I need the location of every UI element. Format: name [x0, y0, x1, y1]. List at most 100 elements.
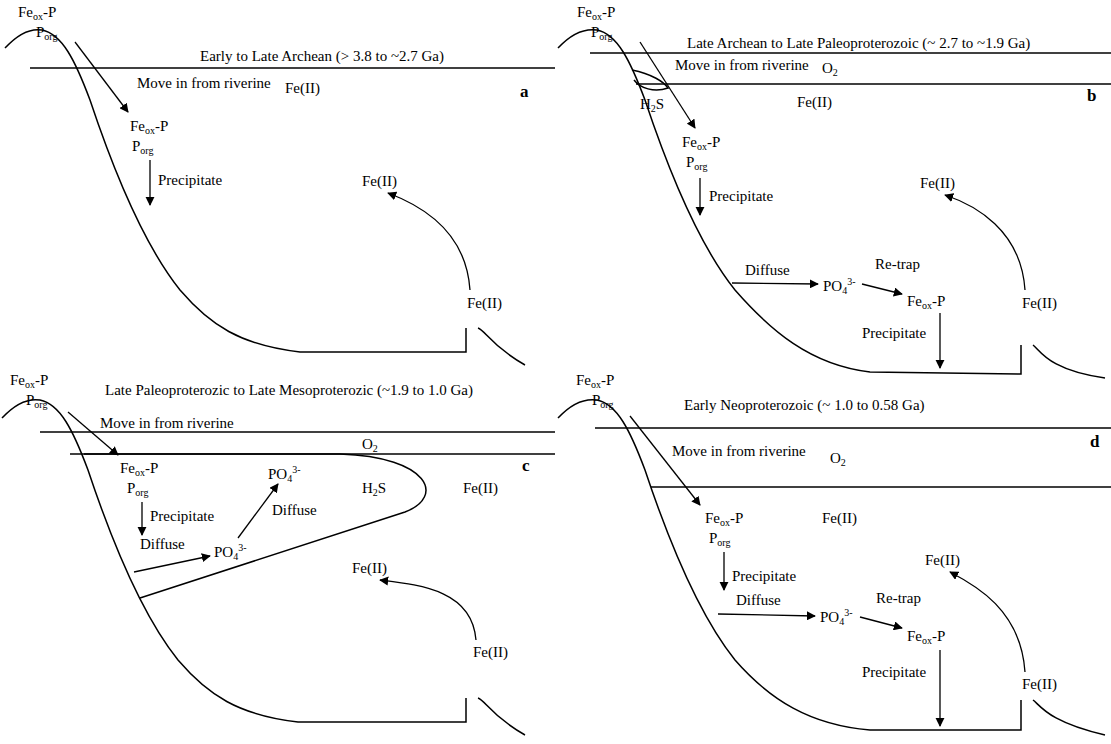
label-group: H2S: [362, 480, 386, 501]
label-text: -P: [707, 134, 720, 150]
label-text: Fe: [120, 460, 135, 476]
flux-arrow: [149, 160, 150, 205]
label-group: Fe(II): [473, 644, 508, 660]
label-group: Move in from riverine: [137, 75, 271, 91]
label-text: Diffuse: [745, 262, 790, 278]
subscript-text: org: [717, 537, 730, 548]
label-group: Fe(II): [925, 552, 960, 568]
label-text: Move in from riverine: [672, 443, 806, 459]
panel-letter: a: [520, 82, 529, 101]
label-group: Fe(II): [1022, 295, 1057, 311]
subscript-text: 4: [287, 473, 292, 484]
label-text: Move in from riverine: [675, 57, 809, 73]
label-text: P: [127, 480, 135, 496]
oxic-layer-base: [636, 83, 1111, 85]
sea-surface: [40, 431, 555, 433]
flux-arrow: [862, 284, 902, 294]
label-group: H2S: [640, 96, 664, 117]
label-text: P: [132, 138, 140, 154]
flux-arrow: [939, 650, 940, 726]
label-group: Fe(II): [362, 173, 397, 189]
label-text: Fe(II): [925, 552, 960, 568]
label-text: Late Paleoproterozic to Late Mesoprotero…: [105, 382, 473, 398]
label-text: Fe: [682, 134, 697, 150]
label-text: Fe(II): [285, 80, 320, 96]
label-text: PO: [214, 544, 233, 560]
label-group: Fe(II): [463, 480, 498, 496]
label-text: Fe: [10, 372, 25, 388]
flux-arrow: [945, 195, 1025, 290]
label-group: Re-trap: [876, 590, 921, 606]
label-text: Fe(II): [1022, 295, 1057, 311]
label-group: Precipitate: [150, 508, 214, 524]
panel-letter: c: [522, 456, 530, 475]
label-group: Fe(II): [797, 94, 832, 110]
label-text: -P: [601, 372, 614, 388]
label-group: Feox-P: [576, 372, 614, 393]
label-text: P: [686, 154, 694, 170]
basin-profile: [2, 400, 466, 722]
label-group: Fe(II): [352, 560, 387, 576]
label-text: PO: [268, 466, 287, 482]
label-text: Precipitate: [158, 172, 222, 188]
flux-arrow: [950, 572, 1025, 672]
label-group: Feox-P: [577, 4, 615, 25]
label-text: S: [656, 96, 664, 112]
subscript-text: ox: [33, 11, 43, 22]
label-group: Porg: [592, 392, 614, 413]
subscript-text: 2: [373, 443, 378, 454]
label-text: Precipitate: [862, 664, 926, 680]
label-text: P: [36, 24, 44, 40]
label-group: Diffuse: [736, 592, 781, 608]
label-text: Fe: [705, 510, 720, 526]
flux-arrow: [380, 580, 476, 640]
label-group: Late Archean to Late Paleoproterozoic (~…: [687, 35, 1030, 51]
label-text: Early Neoproterozoic (~ 1.0 to 0.58 Ga): [684, 397, 925, 413]
subscript-text: org: [44, 31, 57, 42]
label-group: Feox-P: [682, 134, 720, 155]
flux-arrow: [718, 614, 815, 616]
label-text: Fe(II): [473, 644, 508, 660]
label-group: PO43-: [214, 540, 247, 565]
label-group: Move in from riverine: [675, 57, 809, 73]
label-group: Late Paleoproterozic to Late Mesoprotero…: [105, 382, 473, 398]
panel-letter: d: [1090, 432, 1099, 451]
label-text: P: [592, 392, 600, 408]
label-text: PO: [820, 609, 839, 625]
label-text: Fe(II): [822, 510, 857, 526]
subscript-text: 2: [651, 103, 656, 114]
subscript-text: org: [135, 487, 148, 498]
flux-arrow: [141, 502, 142, 535]
label-text: -P: [730, 510, 743, 526]
subscript-text: org: [694, 161, 707, 172]
flux-arrow: [134, 556, 210, 572]
sea-surface: [30, 67, 555, 69]
label-text: Fe: [18, 4, 33, 20]
label-group: Feox-P: [907, 293, 945, 314]
flux-arrow: [75, 42, 128, 112]
label-group: Porg: [36, 24, 58, 45]
flux-arrow: [939, 313, 940, 368]
label-text: H: [640, 96, 651, 112]
label-text: Fe(II): [362, 173, 397, 189]
label-group: Diffuse: [272, 502, 317, 518]
label-text: P: [591, 24, 599, 40]
label-text: Fe: [907, 628, 922, 644]
label-text: Precipitate: [862, 325, 926, 341]
subscript-text: ox: [720, 517, 730, 528]
flux-arrow: [723, 552, 724, 590]
label-group: O2: [830, 450, 846, 471]
subscript-text: 2: [373, 487, 378, 498]
label-group: Feox-P: [10, 372, 48, 393]
label-group: Fe(II): [1022, 676, 1057, 692]
label-text: Move in from riverine: [100, 415, 234, 431]
superscript-text: 3-: [847, 276, 855, 287]
oxic-layer-base: [651, 486, 1111, 488]
label-group: Feox-P: [705, 510, 743, 531]
subscript-text: ox: [922, 635, 932, 646]
label-group: Feox-P: [120, 460, 158, 481]
label-text: -P: [145, 460, 158, 476]
label-group: O2: [362, 436, 378, 457]
panel-letter: b: [1087, 86, 1096, 105]
flux-arrow: [699, 178, 700, 215]
